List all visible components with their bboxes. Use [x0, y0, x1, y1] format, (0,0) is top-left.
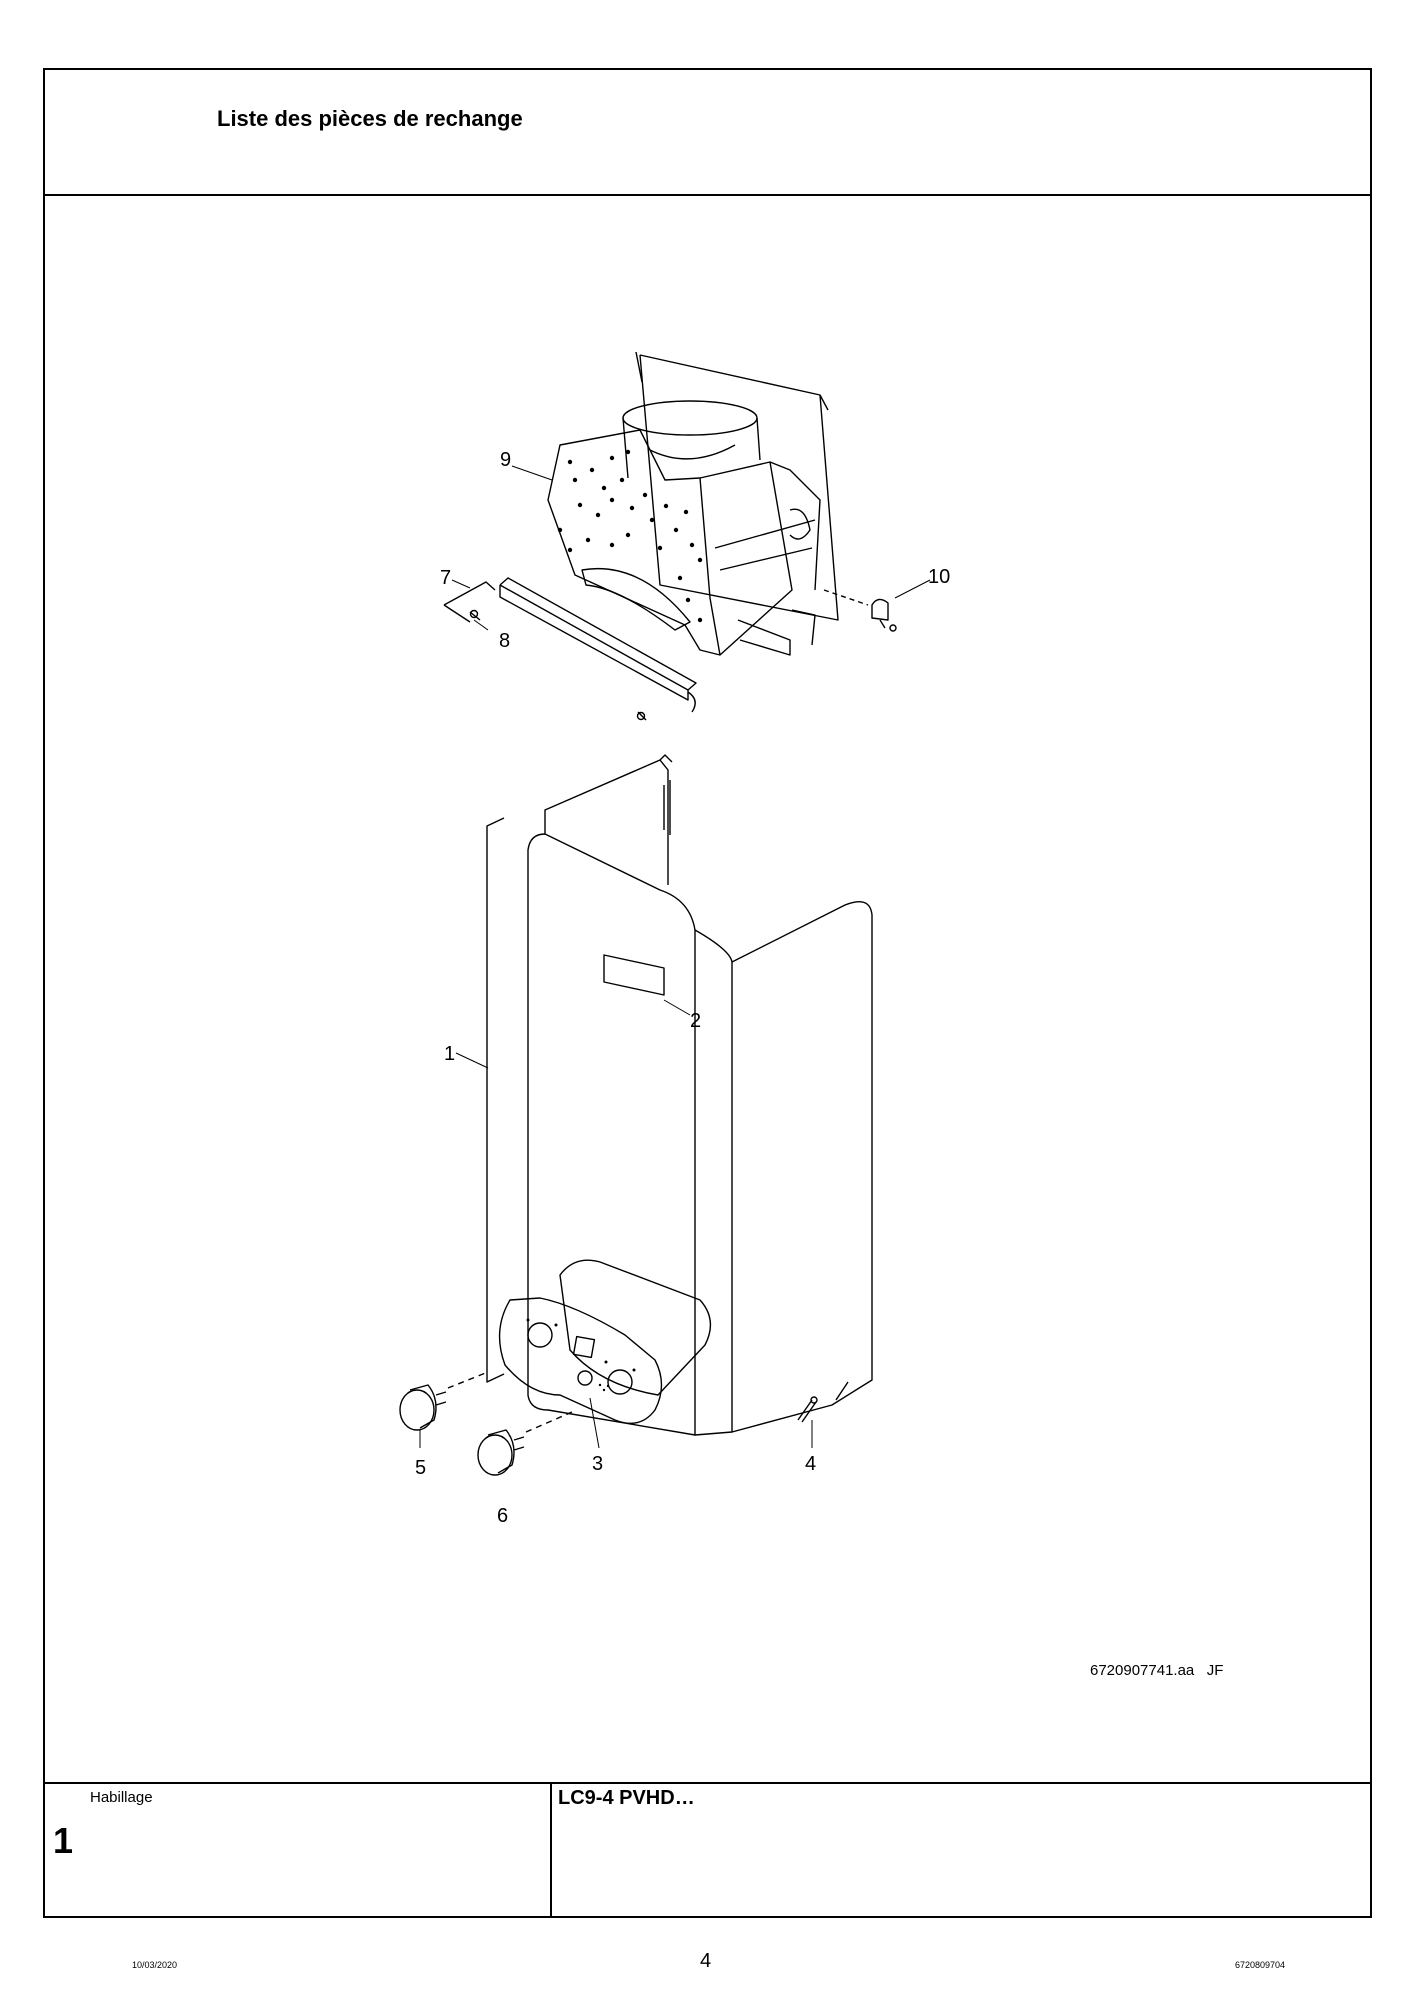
callout-2: 2 [690, 1010, 701, 1032]
callout-numbers: 1 2 3 4 5 6 7 8 9 10 [415, 449, 950, 1527]
combustion-chamber-drawing [547, 351, 839, 656]
leader-lines [419, 465, 931, 1449]
header-divider [45, 194, 1370, 196]
knob-6-drawing [477, 1411, 573, 1476]
footer-column-divider [550, 1782, 552, 1918]
section-label: Habillage [90, 1789, 153, 1806]
bracket-bar-drawing [443, 577, 697, 721]
document-code: 6720809704 [1235, 1960, 1286, 1970]
print-date: 10/03/2020 [132, 1960, 178, 1970]
callout-10: 10 [928, 566, 950, 588]
callout-6: 6 [497, 1505, 508, 1527]
page-frame: Liste des pièces de rechange 6720907741.… [43, 68, 1372, 1918]
knob-5-drawing [399, 1371, 489, 1431]
callout-3: 3 [592, 1453, 603, 1475]
bottom-screw-drawing [636, 711, 647, 721]
screw-8-drawing [469, 609, 481, 621]
casing-drawing [486, 754, 873, 1436]
callout-8: 8 [499, 630, 510, 652]
callout-4: 4 [805, 1453, 816, 1475]
page-title: Liste des pièces de rechange [217, 106, 523, 131]
sensor-10-drawing [823, 589, 897, 632]
model-name: LC9-4 PVHD… [558, 1787, 695, 1809]
callout-9: 9 [500, 449, 511, 471]
page-number: 4 [700, 1950, 712, 1972]
callout-1: 1 [444, 1043, 455, 1065]
drawing-initials: JF [1206, 1662, 1224, 1679]
callout-7: 7 [440, 567, 451, 589]
callout-5: 5 [415, 1457, 426, 1479]
drawing-reference: 6720907741.aa JF [1090, 1662, 1223, 1679]
section-number: 1 [53, 1820, 74, 1861]
screw-4-drawing [797, 1396, 818, 1423]
drawing-reference-code: 6720907741.aa [1090, 1662, 1195, 1679]
footer-divider [45, 1782, 1370, 1784]
